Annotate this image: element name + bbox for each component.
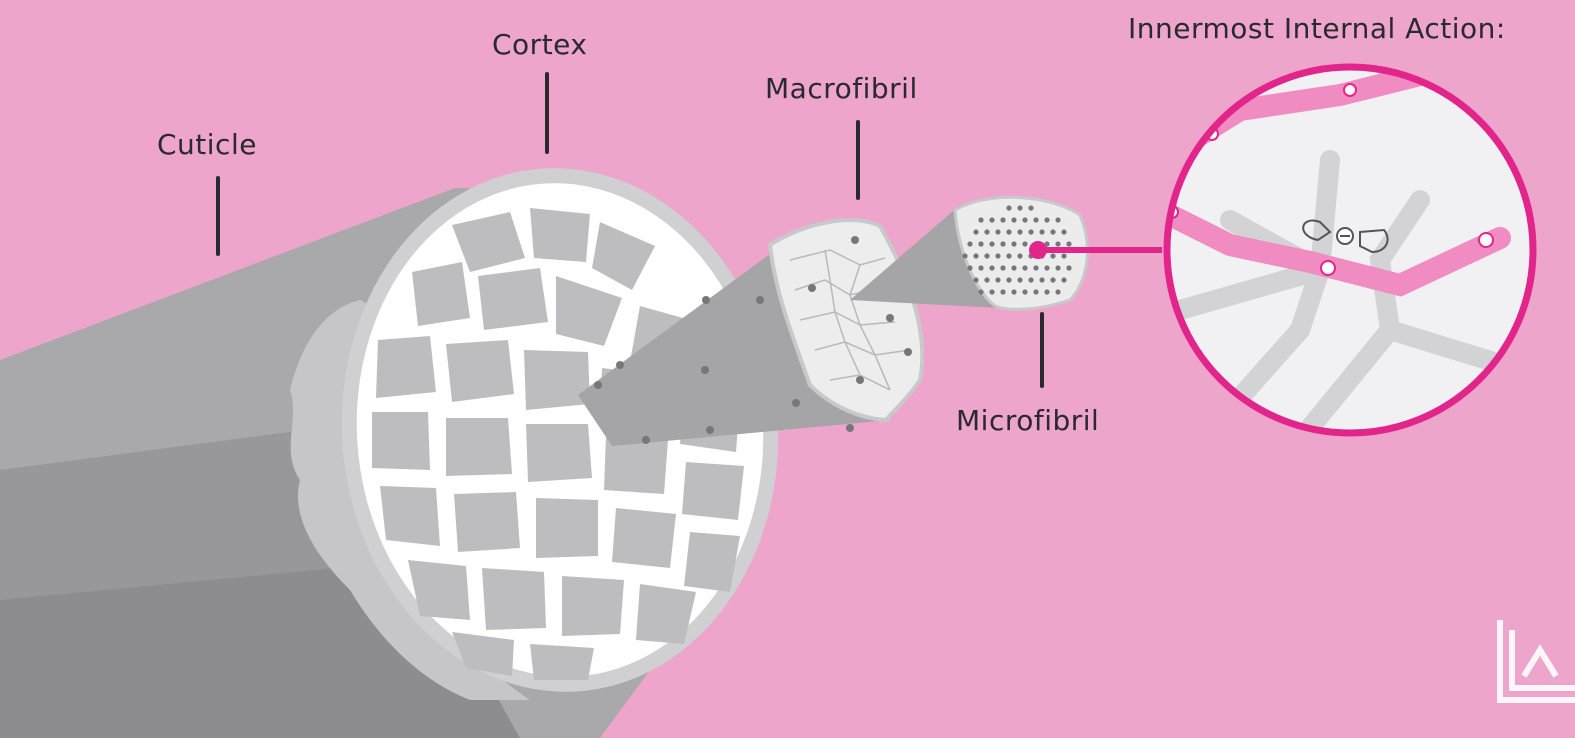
label-macrofibril: Macrofibril	[765, 72, 918, 105]
label-cuticle: Cuticle	[157, 128, 257, 161]
inset-magnified-view	[1160, 67, 1533, 440]
inset-title: Innermost Internal Action:	[1128, 12, 1506, 45]
label-cortex: Cortex	[492, 28, 587, 61]
label-microfibril: Microfibril	[956, 404, 1099, 437]
brand-logo-icon	[1500, 620, 1575, 700]
